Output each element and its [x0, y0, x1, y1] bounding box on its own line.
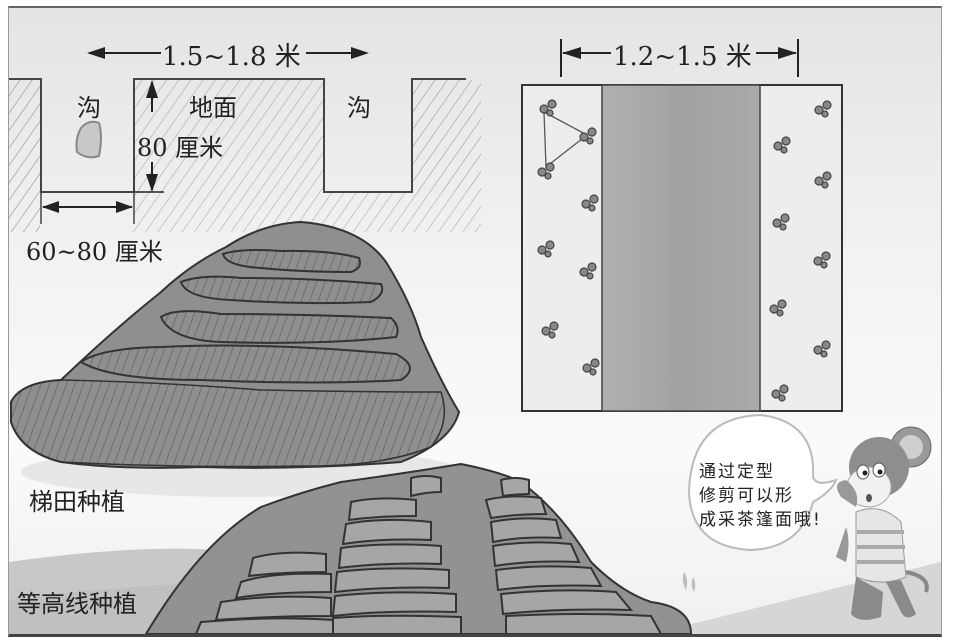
speech-bubble: [687, 413, 838, 552]
speech-line-3: 成采茶篷面哦!: [699, 510, 822, 530]
monkey-mascot: [836, 426, 932, 620]
trench-cross-section: [9, 47, 481, 232]
terrace-planting-label: 梯田种植: [29, 488, 125, 516]
illustration-graphics: [9, 39, 941, 634]
illustration-frame: 1.5~1.8 米 沟 地面 沟 80 厘米 60~80 厘米 1.2~1.5 …: [8, 6, 942, 637]
speech-line-1: 通过定型: [699, 462, 775, 482]
trench-left-label: 沟: [77, 94, 101, 122]
ground-label: 地面: [189, 94, 237, 122]
trench-right-label: 沟: [347, 94, 371, 122]
speech-line-2: 修剪可以形: [699, 486, 794, 506]
contour-hill: [144, 462, 693, 634]
terrace-hill: [10, 220, 461, 497]
trench-depth-label: 80 厘米: [137, 134, 224, 162]
row-width-label: 1.5~1.8 米: [162, 42, 301, 72]
speech-bubble-text: 通过定型 修剪可以形 成采茶篷面哦!: [699, 460, 822, 532]
row-spacing-plan: [521, 39, 843, 412]
contour-planting-label: 等高线种植: [17, 590, 137, 618]
row-spacing-label: 1.2~1.5 米: [613, 42, 752, 72]
trench-width-label: 60~80 厘米: [26, 238, 163, 266]
